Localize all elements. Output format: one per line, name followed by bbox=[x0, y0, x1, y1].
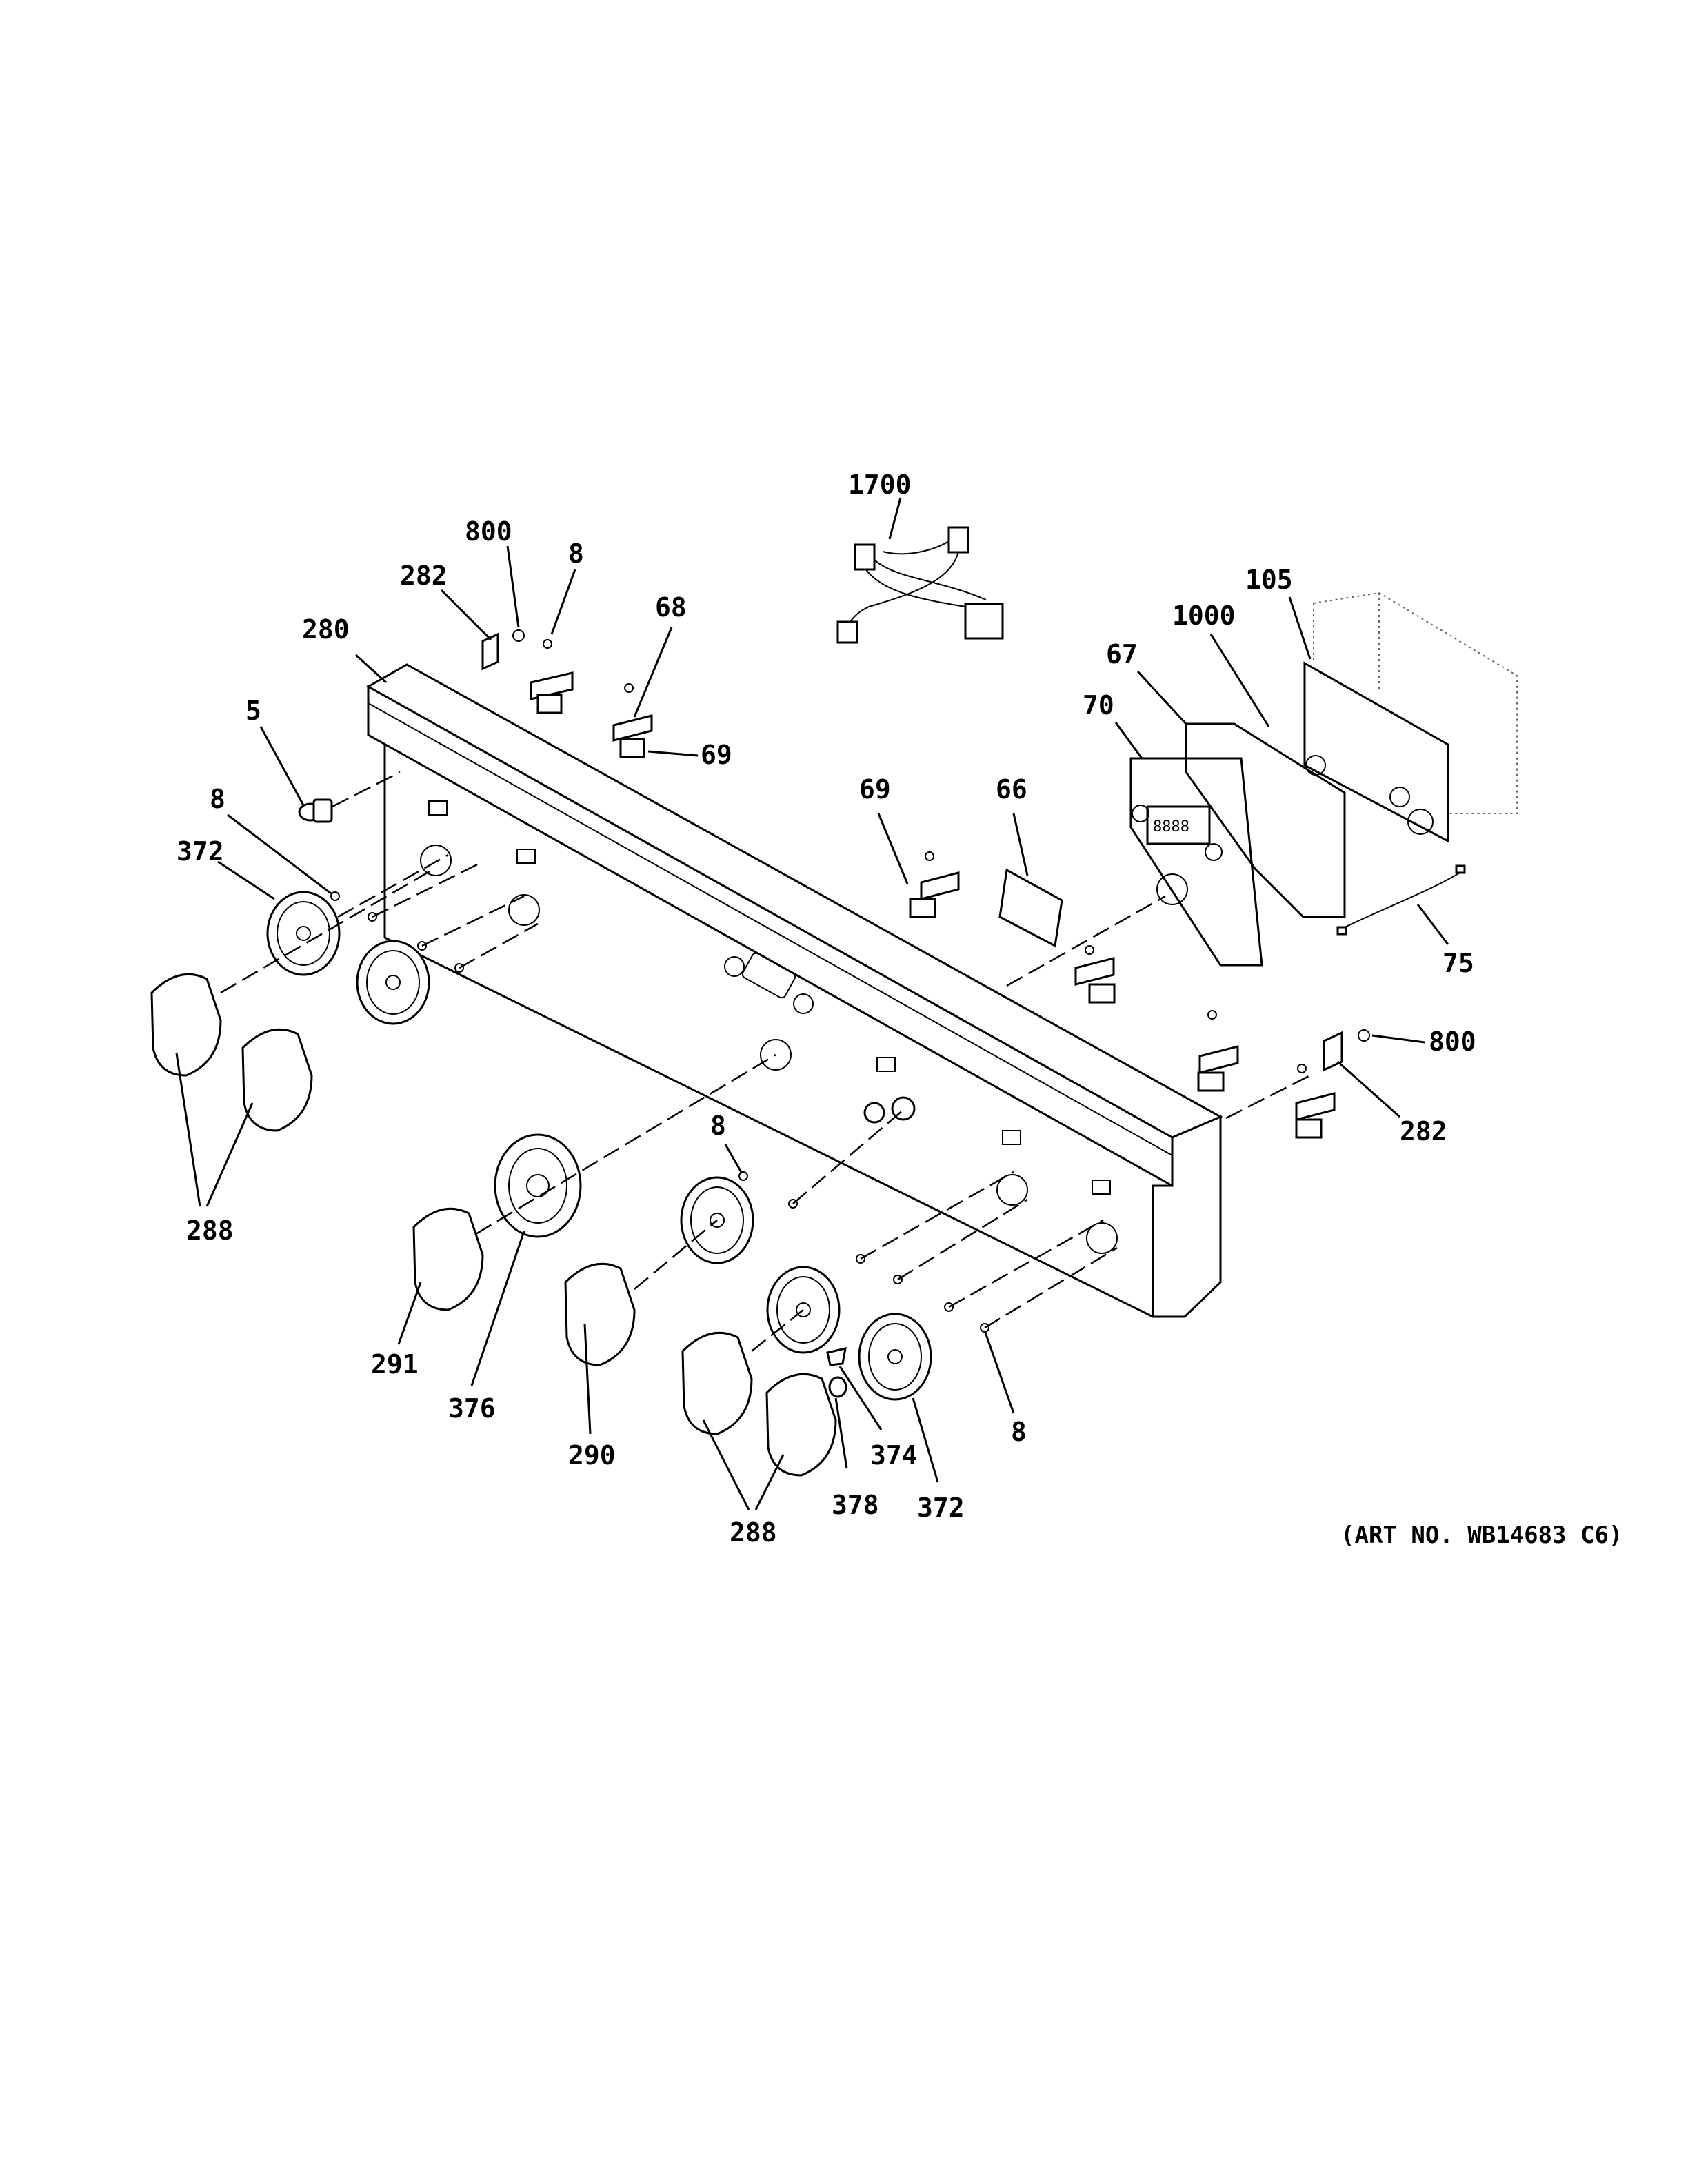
knob-288-left-a bbox=[150, 973, 222, 1077]
control-board-105 bbox=[1303, 592, 1518, 843]
switch-part-5 bbox=[298, 771, 401, 823]
label-374: 374 bbox=[870, 1440, 918, 1470]
knob-288-lower-b bbox=[765, 1373, 837, 1477]
label-372-upper: 372 bbox=[177, 836, 224, 867]
knob-288-left-b bbox=[241, 1028, 313, 1132]
part-374-and-378 bbox=[826, 1096, 916, 1398]
label-68: 68 bbox=[655, 592, 687, 623]
label-69-top: 69 bbox=[701, 740, 732, 770]
control-panel-body bbox=[365, 663, 1223, 1318]
label-280: 280 bbox=[302, 614, 350, 645]
label-372-lower: 372 bbox=[917, 1493, 965, 1523]
label-282-left: 282 bbox=[400, 560, 448, 591]
label-75: 75 bbox=[1443, 948, 1474, 978]
bezel-372-upper bbox=[266, 891, 341, 976]
label-376: 376 bbox=[448, 1393, 496, 1424]
art-number: (ART NO. WB14683 C6) bbox=[1340, 1521, 1622, 1549]
overlay-66 bbox=[998, 868, 1063, 948]
knob-290 bbox=[564, 1262, 636, 1366]
label-800-right: 800 bbox=[1429, 1027, 1476, 1057]
label-69-mid: 69 bbox=[859, 774, 891, 805]
wire-harness-1700 bbox=[836, 526, 1004, 644]
retaining-clips bbox=[530, 671, 1336, 1139]
bezel-376 bbox=[494, 1133, 582, 1238]
label-291: 291 bbox=[371, 1349, 419, 1379]
bezel-upper-second bbox=[356, 940, 430, 1025]
knob-291 bbox=[412, 1207, 484, 1311]
label-70: 70 bbox=[1083, 690, 1114, 720]
leader-lines bbox=[175, 497, 1449, 1510]
label-288-lower: 288 bbox=[730, 1517, 777, 1548]
label-8-right: 8 bbox=[1011, 1417, 1027, 1447]
label-290: 290 bbox=[568, 1440, 616, 1470]
label-378: 378 bbox=[832, 1490, 879, 1520]
label-282-right: 282 bbox=[1400, 1116, 1447, 1146]
label-105: 105 bbox=[1245, 565, 1293, 595]
knob-288-lower-a bbox=[681, 1331, 753, 1435]
wire-75 bbox=[1336, 865, 1466, 936]
label-1700: 1700 bbox=[848, 469, 912, 500]
gasket-67 bbox=[1185, 722, 1346, 918]
bracket-282-right bbox=[1323, 1029, 1370, 1072]
clock-module-70: 8888 bbox=[1129, 757, 1263, 967]
label-67: 67 bbox=[1106, 639, 1138, 669]
label-800-top: 800 bbox=[465, 516, 512, 547]
part-labels: 1700 800 8 282 68 280 69 5 8 372 288 105… bbox=[177, 469, 1476, 1548]
label-5: 5 bbox=[245, 696, 261, 726]
bezel-372-lower bbox=[858, 1313, 932, 1401]
assembly-lines bbox=[220, 853, 1311, 1352]
label-288-left: 288 bbox=[186, 1215, 234, 1246]
label-8-left: 8 bbox=[210, 784, 225, 814]
label-8-mid: 8 bbox=[710, 1111, 726, 1141]
label-1000: 1000 bbox=[1172, 600, 1236, 631]
label-8-top: 8 bbox=[568, 538, 584, 569]
svg-text:8888: 8888 bbox=[1153, 818, 1189, 836]
label-66: 66 bbox=[996, 774, 1027, 805]
bracket-282-left bbox=[481, 629, 525, 671]
